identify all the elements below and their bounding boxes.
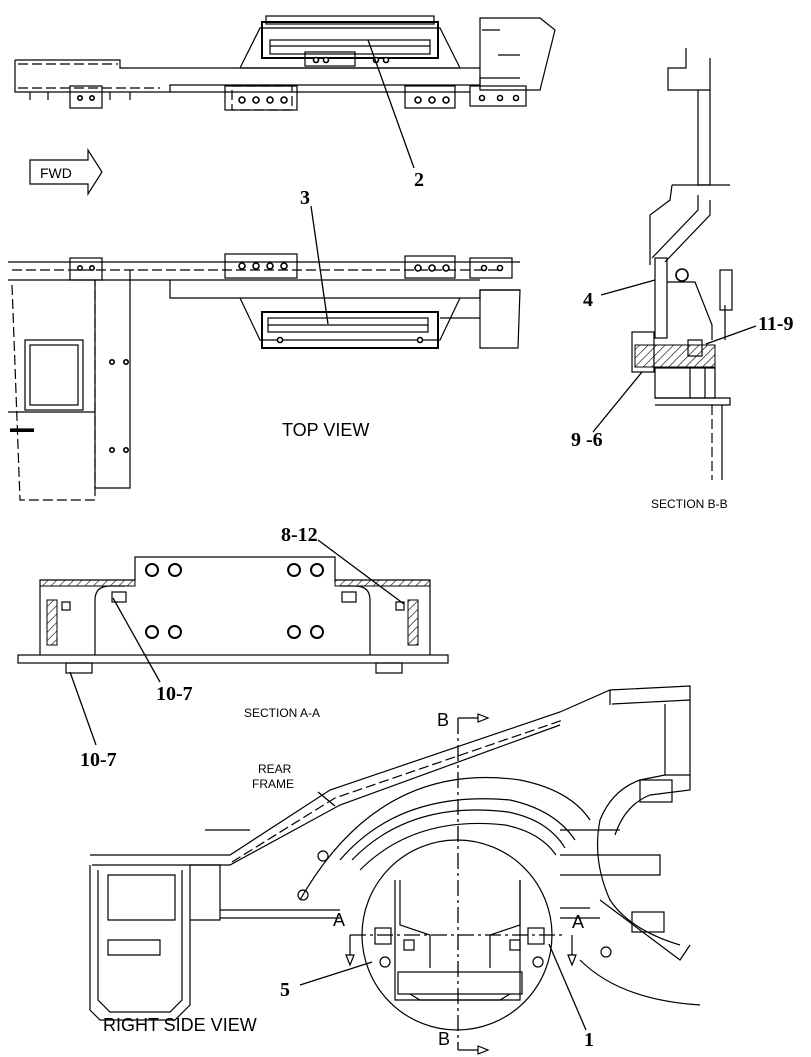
leader-5 xyxy=(299,961,373,986)
cut-a-left: A xyxy=(333,910,345,930)
leader-11-9 xyxy=(705,325,757,345)
section-aa-label: SECTION A-A xyxy=(244,706,320,720)
svg-text:▬▬: ▬▬ xyxy=(10,421,34,435)
leader-10-7-b xyxy=(69,671,97,746)
callout-1: 1 xyxy=(584,1029,594,1051)
callout-3: 3 xyxy=(300,187,310,209)
section-bb-label: SECTION B-B xyxy=(651,497,728,511)
top-view-upper-frame xyxy=(14,15,556,111)
rear-frame-leader xyxy=(317,791,336,807)
right-side-view-drawing xyxy=(89,685,701,1055)
cut-b-bottom: B xyxy=(438,1029,450,1049)
leader-9-6 xyxy=(592,371,643,433)
cut-b-top: B xyxy=(437,710,449,730)
callout-10-7-a: 10-7 xyxy=(156,683,193,705)
leader-3 xyxy=(310,205,329,325)
callout-11-9: 11-9 xyxy=(758,313,794,335)
top-view-lower-frame: ▬▬ xyxy=(8,253,521,501)
leader-1 xyxy=(548,943,587,1031)
callout-2: 2 xyxy=(414,169,424,191)
section-aa-drawing xyxy=(17,556,449,674)
callout-10-7-b: 10-7 xyxy=(80,749,117,771)
leader-2 xyxy=(367,39,415,169)
callout-8-12: 8-12 xyxy=(281,524,318,546)
rear-frame-label-line2: FRAME xyxy=(252,777,294,791)
callout-4: 4 xyxy=(583,289,593,311)
right-side-view-label: RIGHT SIDE VIEW xyxy=(103,1015,257,1035)
callout-5: 5 xyxy=(280,979,290,1001)
section-bb-drawing xyxy=(631,48,733,480)
rear-frame-label-line1: REAR xyxy=(258,762,292,776)
fwd-label: FWD xyxy=(40,165,72,181)
leader-8-12 xyxy=(317,539,405,605)
top-view-label: TOP VIEW xyxy=(282,420,369,440)
callout-9-6: 9 -6 xyxy=(571,429,603,451)
cut-a-right: A xyxy=(572,912,584,932)
leader-4 xyxy=(600,279,656,296)
leader-10-7-a xyxy=(112,597,161,683)
fwd-arrow: FWD xyxy=(29,147,103,197)
